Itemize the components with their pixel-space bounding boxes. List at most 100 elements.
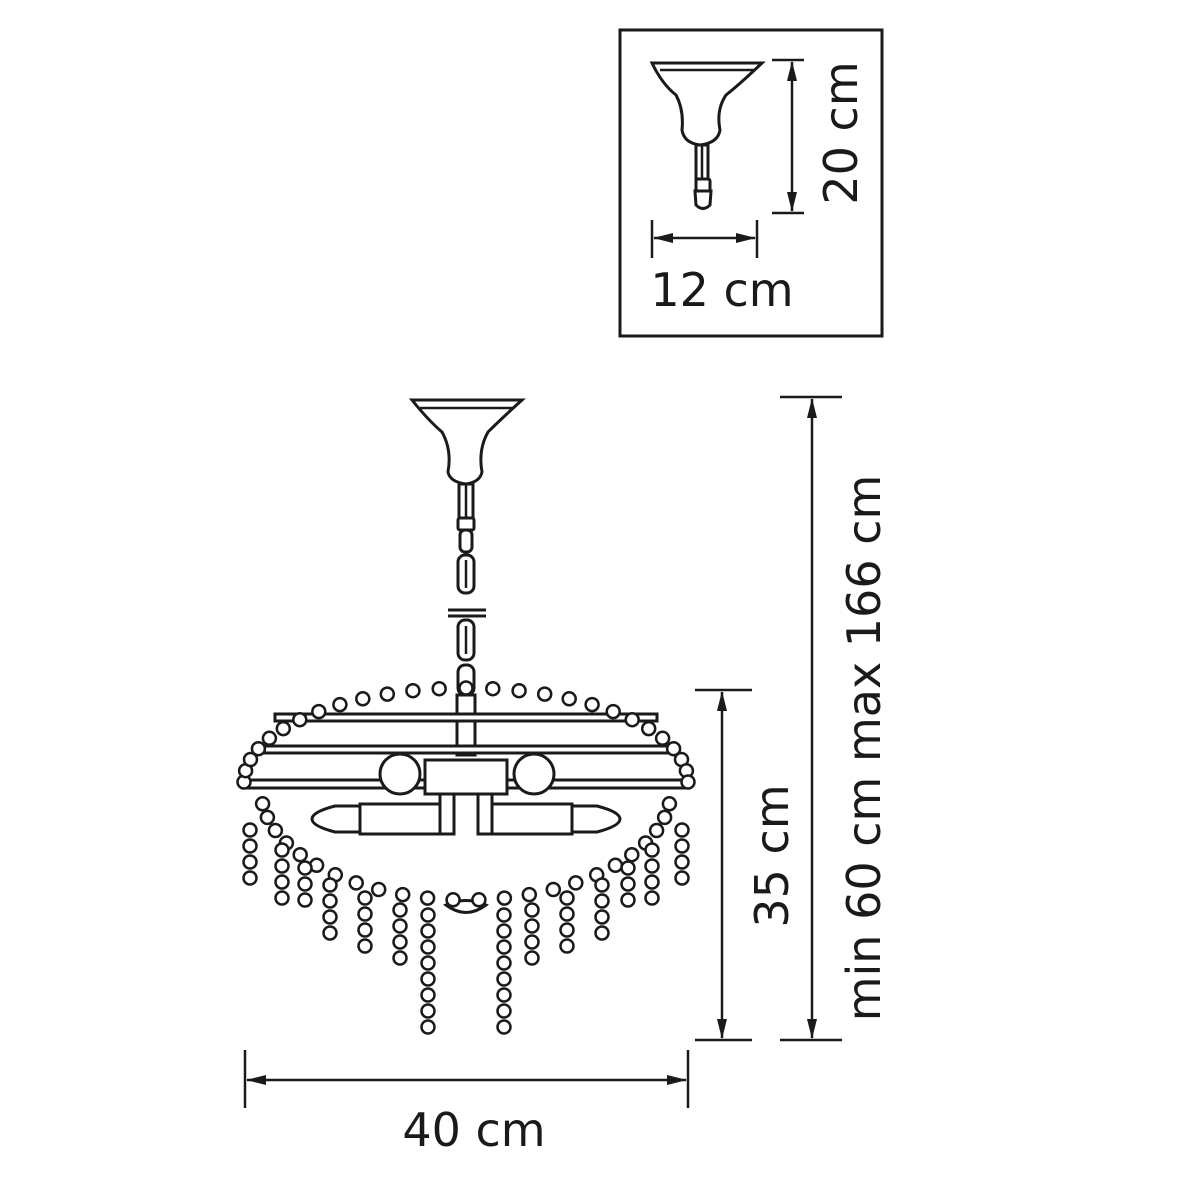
inset-width-label: 12 cm (650, 263, 793, 317)
crystal-bead (357, 922, 373, 938)
crystal-bead (405, 682, 421, 699)
crystal-bead (665, 740, 682, 757)
crystal-bead (275, 720, 292, 737)
crystal-bead (274, 858, 290, 874)
crystal-bead (420, 1019, 436, 1035)
crystal-beads (236, 680, 696, 1035)
total-height-dimension (780, 395, 842, 1042)
crystal-bead (680, 774, 696, 790)
crystal-bead (496, 1003, 512, 1019)
crystal-bead (394, 886, 411, 903)
inset-height-label: 20 cm (814, 61, 868, 204)
crystal-bead (332, 696, 348, 713)
crystal-bead (242, 838, 258, 854)
crystal-bead (496, 890, 513, 906)
crystal-bead (431, 680, 447, 697)
crystal-bead (496, 971, 512, 987)
crystal-bead (496, 987, 512, 1003)
crystal-bead (392, 934, 408, 950)
crystal-bead (594, 877, 610, 893)
width-dimension (243, 1050, 690, 1108)
crystal-bead (559, 906, 575, 922)
crystal-bead (471, 892, 487, 908)
crystal-bead (594, 925, 610, 941)
crystal-bead (674, 870, 690, 886)
crystal-bead (458, 680, 474, 696)
crystal-bead (624, 711, 640, 728)
crystal-bead (274, 890, 290, 906)
crystal-bead (357, 890, 373, 906)
crystal-bead (624, 846, 640, 863)
crystal-bead (644, 842, 660, 858)
crystal-bead (259, 809, 276, 826)
inset-width-dimension (650, 220, 759, 258)
crystal-bead (420, 923, 436, 939)
crystal-bead (370, 881, 387, 898)
crystal-bead (297, 876, 313, 892)
crystal-bead (420, 1003, 436, 1019)
crystal-bead (561, 691, 577, 707)
inset-height-dimension (772, 58, 804, 215)
crystal-bead (594, 909, 610, 925)
crystal-bead (496, 939, 512, 955)
crystal-bead (242, 854, 258, 870)
crystal-bead (545, 881, 562, 898)
crystal-bead (420, 987, 436, 1003)
candle-arms (310, 792, 622, 836)
crystal-bead (559, 938, 575, 954)
inset-canopy-drawing (649, 61, 766, 210)
crystal-bead (420, 955, 436, 971)
body-height-label: 35 cm (745, 784, 799, 927)
crystal-bead (254, 796, 271, 812)
crystal-bead (311, 703, 327, 720)
crystal-bead (322, 909, 338, 925)
crystal-bead (644, 858, 660, 874)
total-height-label: min 60 cm max 166 cm (837, 475, 891, 1022)
crystal-bead (250, 740, 267, 757)
crystal-bead (559, 922, 575, 938)
ceiling-canopy (408, 398, 526, 532)
crystal-bead (620, 876, 636, 892)
crystal-bead (379, 686, 396, 702)
crystal-bead (524, 950, 540, 966)
crystal-bead (620, 892, 636, 908)
crystal-bead (292, 846, 308, 863)
crystal-bead (242, 822, 258, 838)
crystal-bead (297, 892, 313, 908)
crystal-bead (511, 682, 527, 699)
crystal-bead (357, 938, 373, 954)
crystal-bead (496, 923, 512, 939)
crystal-bead (496, 955, 512, 971)
crystal-bead (242, 870, 258, 886)
crystal-bead (654, 730, 671, 747)
crystal-bead (322, 893, 338, 909)
crystal-bead (274, 874, 290, 890)
crystal-bead (674, 822, 690, 838)
crystal-bead (524, 902, 540, 918)
crystal-bead (445, 892, 461, 908)
crystal-bead (521, 886, 538, 903)
crystal-bead (644, 890, 660, 906)
crystal-bead (568, 875, 584, 891)
crystal-bead (640, 720, 657, 737)
crystal-bead (661, 796, 678, 812)
crystal-bead (419, 890, 436, 906)
crystal-bead (357, 906, 373, 922)
crystal-bead (322, 877, 338, 893)
crystal-bead (392, 902, 408, 918)
crystal-bead (524, 918, 540, 934)
crystal-bead (420, 971, 436, 987)
crystal-bead (496, 907, 512, 923)
crystal-bead (267, 822, 284, 839)
crystal-bead (536, 686, 553, 702)
crystal-bead (648, 822, 665, 839)
crystal-bead (620, 860, 636, 876)
crystal-bead (656, 809, 673, 826)
central-hub (423, 758, 509, 796)
bulb-globes (378, 752, 556, 796)
crystal-bead (355, 691, 371, 707)
canopy-detail-inset: 20 cm 12 cm (618, 28, 884, 338)
crystal-bead (274, 842, 290, 858)
